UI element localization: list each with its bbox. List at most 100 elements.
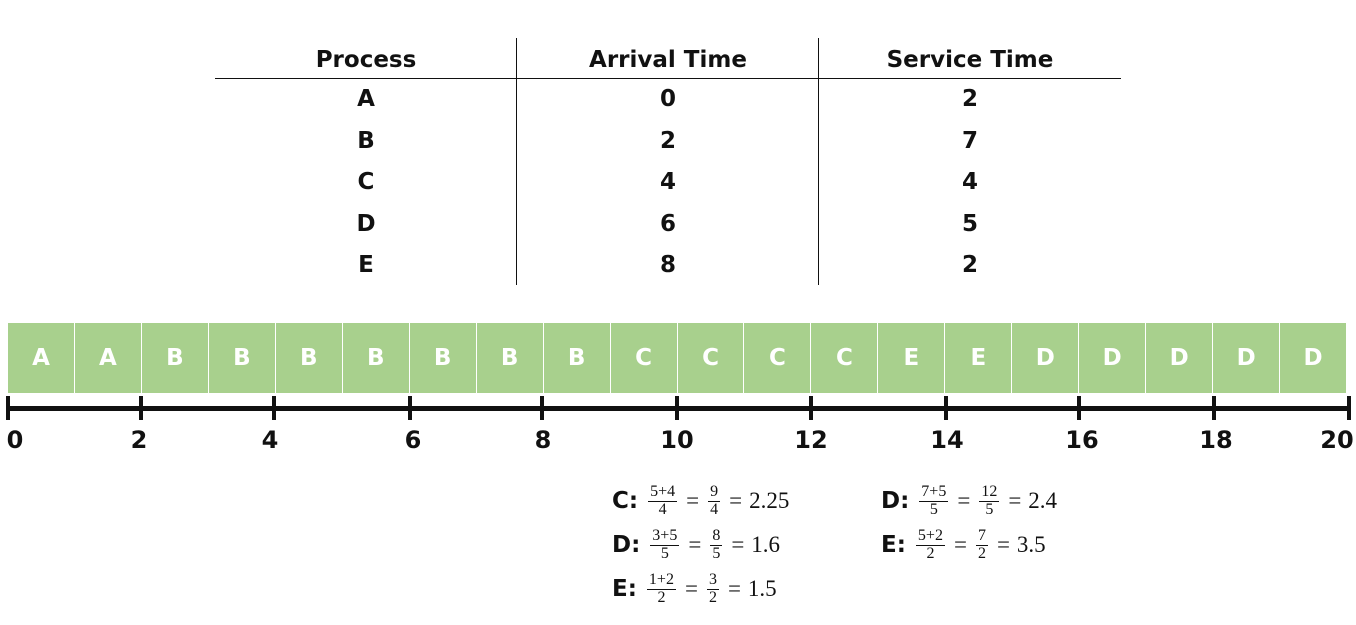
table-column-divider — [516, 38, 517, 285]
process-name: A — [357, 86, 375, 113]
table-row: B 2 7 — [215, 121, 1121, 163]
service-time: 5 — [961, 210, 978, 237]
table-column-divider — [818, 38, 819, 285]
axis-tick-label: 20 — [1320, 426, 1354, 454]
axis-tick-label: 0 — [6, 426, 24, 454]
gantt-slot-c: C — [811, 323, 879, 393]
fraction-denominator: 5 — [929, 500, 938, 518]
gantt-slot-c: C — [744, 323, 812, 393]
gantt-slot-b: B — [543, 323, 611, 393]
axis-tick-label: 18 — [1199, 426, 1233, 454]
fraction-numerator: 5+4 — [648, 482, 678, 502]
axis-tick — [272, 396, 276, 420]
axis-tick-label: 10 — [660, 426, 694, 454]
fraction-numerator: 3 — [706, 570, 719, 590]
arrival-time: 8 — [659, 252, 676, 279]
formula-result: 1.6 — [751, 532, 781, 557]
axis-tick-label: 16 — [1065, 426, 1099, 454]
gantt-slot-d: D — [1213, 323, 1281, 393]
equals-sign: = — [686, 488, 700, 513]
axis-tick — [809, 396, 813, 420]
table-row: D 6 5 — [215, 204, 1121, 246]
fraction-denominator: 5 — [660, 544, 669, 562]
fraction-denominator: 5 — [712, 544, 721, 562]
table-row: C 4 4 — [215, 162, 1121, 204]
table-row: A 0 2 — [215, 79, 1121, 121]
service-time: 2 — [961, 86, 978, 113]
header-arrival-time: Arrival Time — [589, 46, 747, 73]
gantt-slot-e: E — [945, 323, 1013, 393]
fraction-denominator: 2 — [926, 544, 935, 562]
fraction-denominator: 5 — [985, 500, 994, 518]
gantt-slot-d: D — [1146, 323, 1214, 393]
gantt-slot-b: B — [342, 323, 410, 393]
axis-tick-label: 4 — [261, 426, 279, 454]
equals-sign: = — [1008, 488, 1022, 513]
process-name: E — [358, 252, 374, 279]
equals-sign: = — [729, 488, 743, 513]
formula-label: E: — [881, 532, 906, 558]
timeline-axis — [8, 406, 1350, 411]
axis-tick-label: 8 — [534, 426, 552, 454]
gantt-slot-b: B — [275, 323, 343, 393]
fraction-numerator: 12 — [979, 482, 1000, 502]
process-table: Process Arrival Time Service Time A 0 2 … — [215, 38, 1121, 287]
fraction-denominator: 2 — [708, 588, 717, 606]
equals-sign: = — [953, 532, 967, 557]
axis-tick — [540, 396, 544, 420]
process-name: B — [357, 127, 375, 154]
table-header-row: Process Arrival Time Service Time — [215, 38, 1121, 79]
gantt-slot-e: E — [878, 323, 946, 393]
formula-result: 2.4 — [1028, 488, 1058, 513]
axis-tick-label: 6 — [404, 426, 422, 454]
gantt-slot-b: B — [141, 323, 209, 393]
axis-tick — [1347, 396, 1351, 420]
axis-tick — [1212, 396, 1216, 420]
formula-label: C: — [612, 488, 639, 514]
fraction-denominator: 4 — [710, 500, 719, 518]
arrival-time: 2 — [659, 127, 676, 154]
service-time: 4 — [961, 169, 978, 196]
fraction-numerator: 7 — [975, 526, 988, 546]
fraction-numerator: 8 — [710, 526, 723, 546]
gantt-slot-a: A — [74, 323, 142, 393]
axis-tick — [675, 396, 679, 420]
gantt-slot-d: D — [1280, 323, 1347, 393]
header-service-time: Service Time — [886, 46, 1054, 73]
gantt-slot-b: B — [476, 323, 544, 393]
fraction-numerator: 3+5 — [650, 526, 680, 546]
header-process: Process — [315, 46, 417, 73]
formula-result: 1.5 — [747, 576, 777, 601]
axis-tick — [408, 396, 412, 420]
gantt-slot-a: A — [8, 323, 75, 393]
fraction-denominator: 2 — [657, 588, 666, 606]
fraction-denominator: 2 — [977, 544, 986, 562]
equals-sign: = — [688, 532, 702, 557]
axis-tick-label: 12 — [794, 426, 828, 454]
process-name: C — [357, 169, 375, 196]
fraction-numerator: 5+2 — [915, 526, 945, 546]
arrival-time: 6 — [659, 210, 676, 237]
service-time: 7 — [961, 127, 978, 154]
process-name: D — [356, 210, 376, 237]
fraction-denominator: 4 — [658, 500, 667, 518]
equals-sign: = — [957, 488, 971, 513]
gantt-slot-d: D — [1079, 323, 1147, 393]
axis-tick — [139, 396, 143, 420]
equals-sign: = — [996, 532, 1010, 557]
gantt-slot-b: B — [409, 323, 477, 393]
formula-label: E: — [612, 576, 637, 602]
gantt-slot-c: C — [610, 323, 678, 393]
